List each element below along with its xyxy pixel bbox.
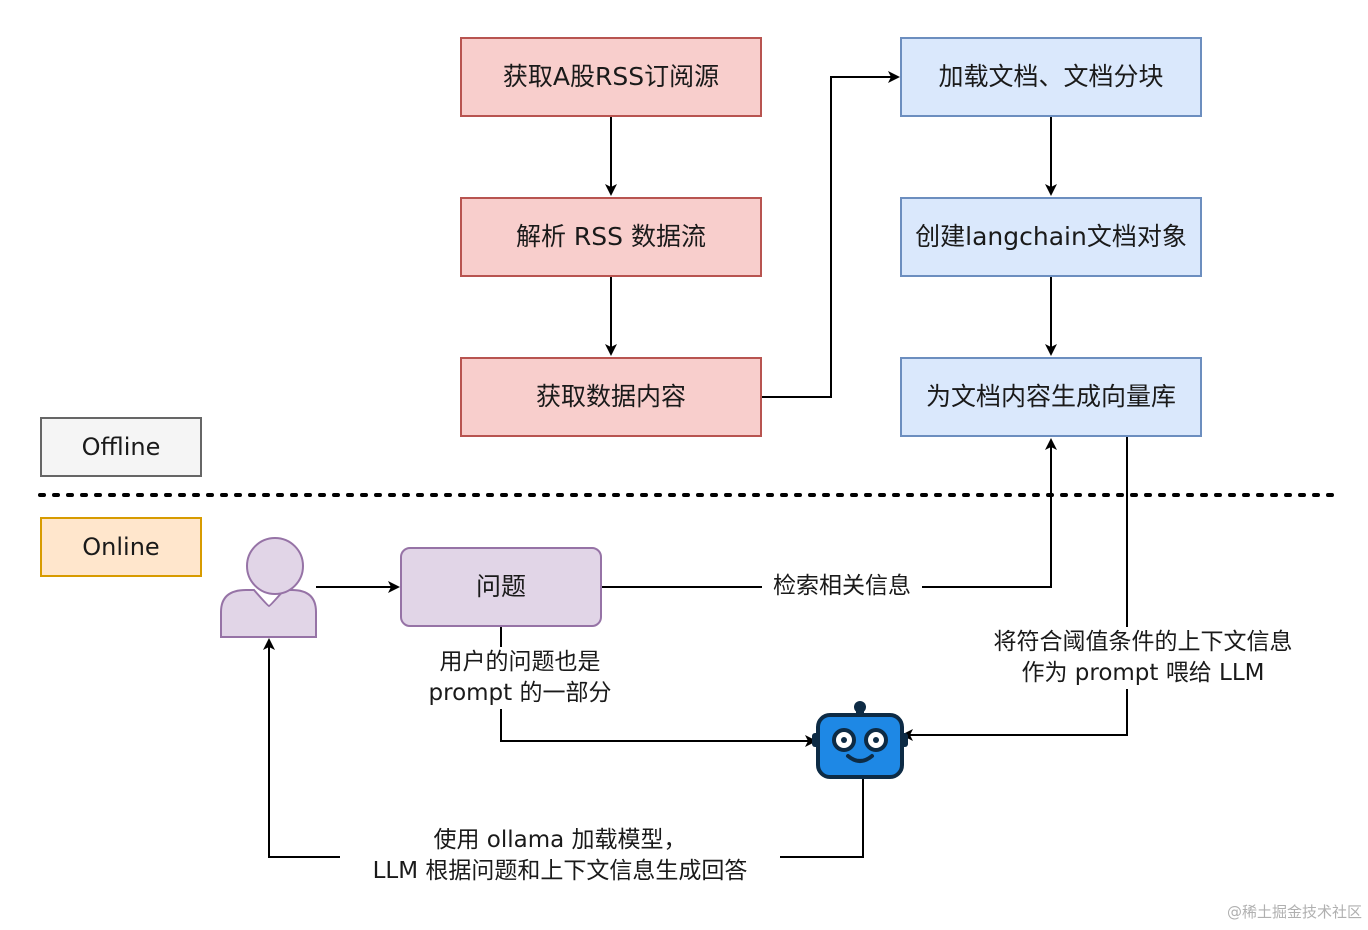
step-create-langchain-docs: 创建langchain文档对象 xyxy=(900,197,1202,277)
context-note: 将符合阈值条件的上下文信息 作为 prompt 喂给 LLM xyxy=(966,627,1320,689)
offline-badge: Offline xyxy=(40,417,202,477)
retrieve-label: 检索相关信息 xyxy=(762,571,922,602)
step-build-vector-store: 为文档内容生成向量库 xyxy=(900,357,1202,437)
arrow-content-to-load xyxy=(762,71,900,398)
question-note: 用户的问题也是 prompt 的一部分 xyxy=(410,647,630,709)
step-fetch-content: 获取数据内容 xyxy=(460,357,762,437)
arrow-vector-to-robot xyxy=(901,437,1128,741)
watermark: @稀土掘金技术社区 xyxy=(1226,903,1362,921)
user-icon xyxy=(220,537,317,638)
question-box: 问题 xyxy=(400,547,602,627)
step-load-split-docs: 加载文档、文档分块 xyxy=(900,37,1202,117)
robot-icon xyxy=(812,701,908,779)
step-parse-rss-stream: 解析 RSS 数据流 xyxy=(460,197,762,277)
answer-note: 使用 ollama 加载模型， LLM 根据问题和上下文信息生成回答 xyxy=(340,825,780,887)
arrow-question-to-vector xyxy=(601,438,1057,588)
step-fetch-rss-source: 获取A股RSS订阅源 xyxy=(460,37,762,117)
online-badge: Online xyxy=(40,517,202,577)
